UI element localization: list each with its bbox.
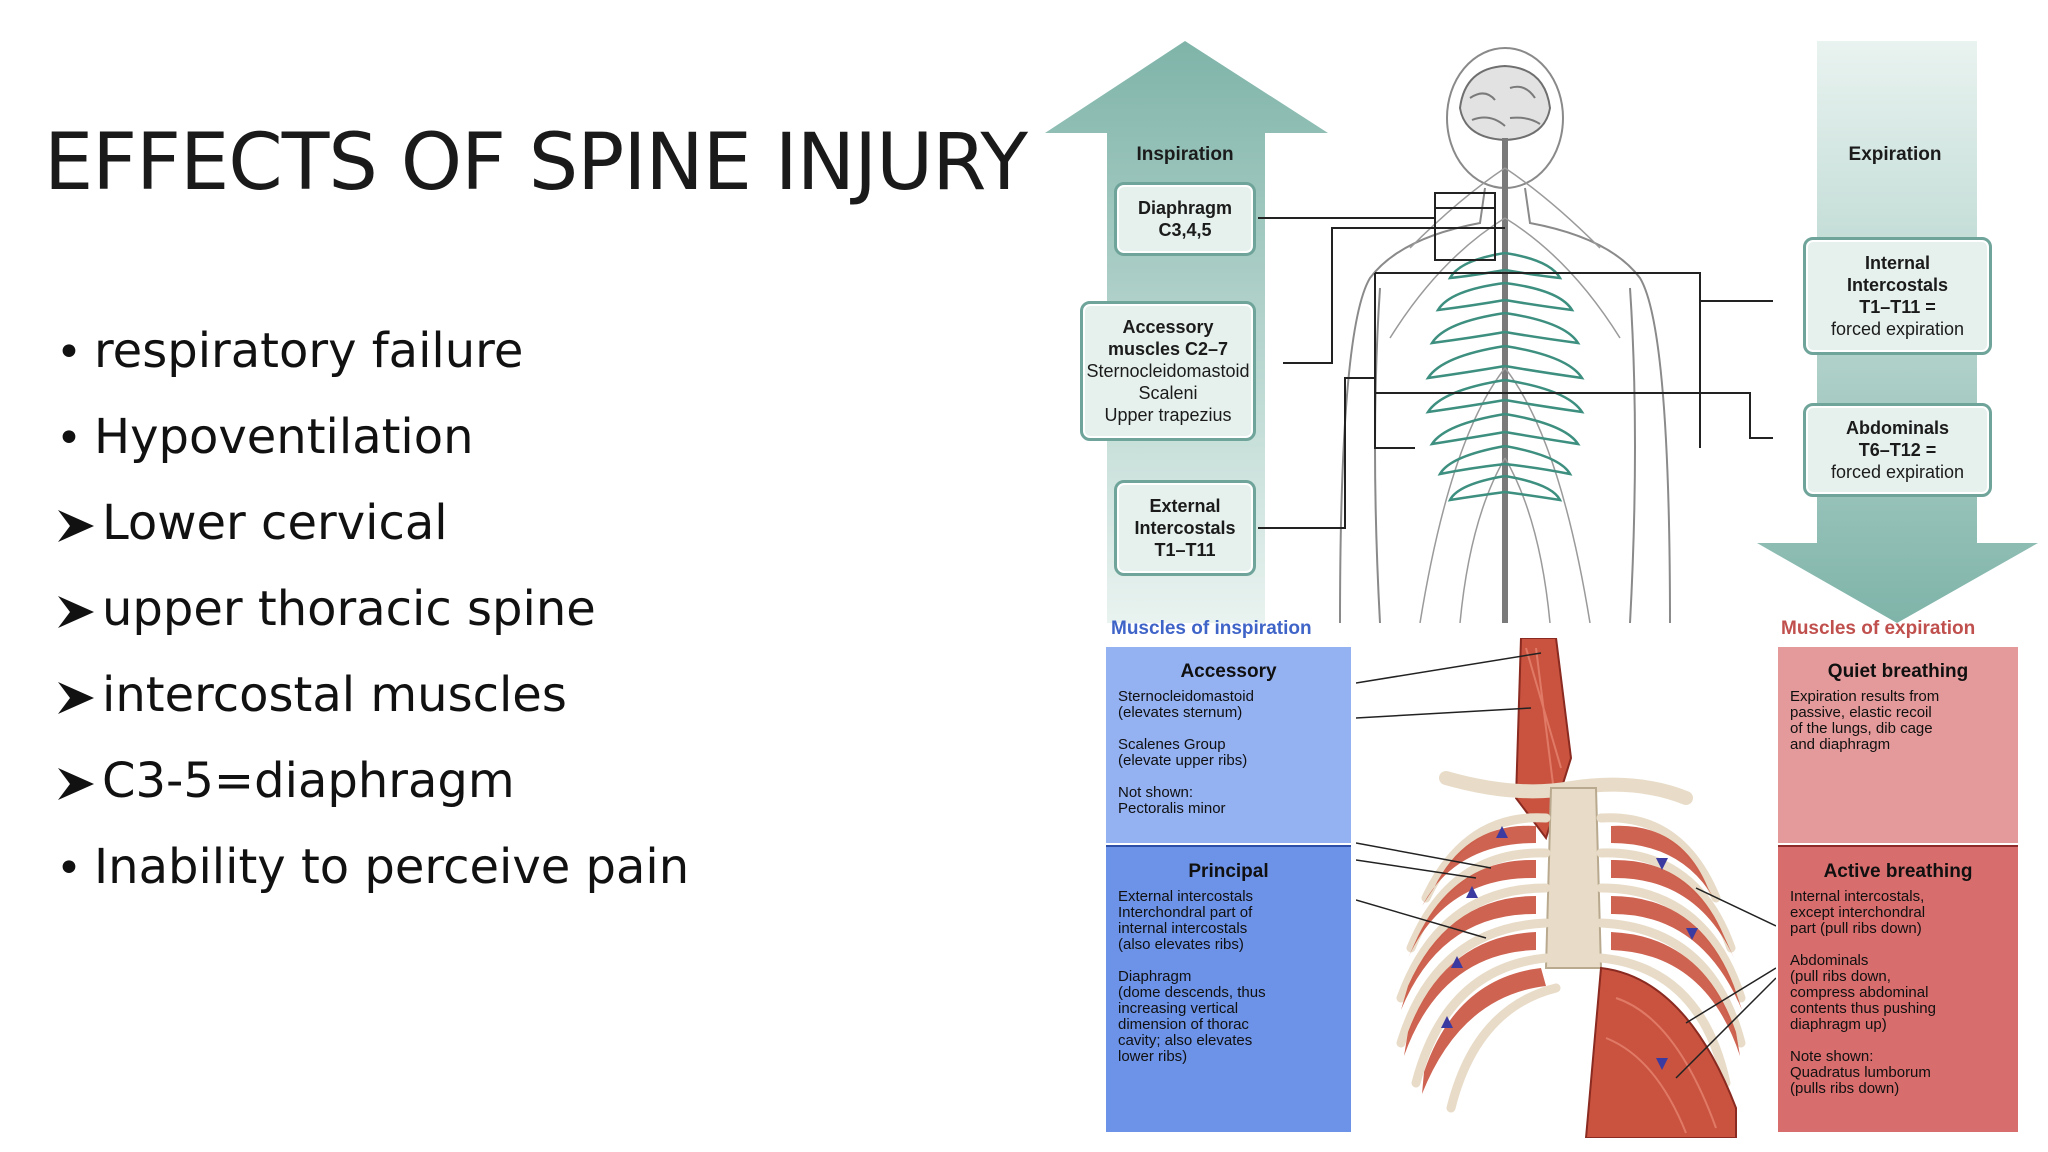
accessory-muscle: Sternocleidomastoid [1086, 361, 1250, 381]
accessory-panel-head: Accessory [1180, 661, 1277, 682]
abdominals-box: Abdominals T6–T12 = forced expiration [1803, 403, 1992, 497]
principal-panel: Principal External intercostals Intercho… [1106, 845, 1351, 1132]
bullet-text: C3-5=diaphragm [102, 753, 515, 809]
accessory-title: Accessory [1122, 317, 1214, 337]
inspiration-label: Inspiration [1136, 144, 1234, 165]
external-title: External [1149, 496, 1221, 516]
diaphragm-box: Diaphragm C3,4,5 [1114, 182, 1256, 256]
bullet-item: C3-5=diaphragm [56, 738, 689, 824]
quiet-panel-text: Expiration results from passive, elastic… [1790, 688, 1940, 753]
internal-note: forced expiration [1830, 319, 1965, 339]
internal-intercostals-box: Internal Intercostals T1–T11 = forced ex… [1803, 237, 1992, 355]
accessory-muscle: Upper trapezius [1104, 405, 1232, 425]
arrow-bullet-icon [56, 495, 102, 551]
connector-lines [1258, 192, 1773, 529]
accessory-box: Accessory muscles C2–7 Sternocleidomasto… [1080, 301, 1256, 441]
quiet-breathing-panel: Quiet breathing Expiration results from … [1778, 647, 2018, 843]
abdominals-note: forced expiration [1830, 462, 1965, 482]
bullet-text: upper thoracic spine [102, 581, 596, 637]
ribcage [1425, 251, 1585, 502]
abdominals-level: T6–T12 = [1858, 440, 1937, 460]
muscles-expiration-caption: Muscles of expiration [1781, 618, 1976, 639]
active-breathing-panel: Active breathing Internal intercostals, … [1778, 845, 2018, 1132]
arrow-bullet-icon [56, 581, 102, 637]
accessory-panel: Accessory Sternocleidomastoid (elevates … [1106, 647, 1351, 843]
bullet-item: Inability to perceive pain [56, 824, 689, 910]
bullet-item: respiratory failure [56, 308, 689, 394]
external-intercostals-box: External Intercostals T1–T11 [1114, 480, 1256, 576]
bullet-item: Lower cervical [56, 480, 689, 566]
ribcage-muscle-illustration [1356, 638, 1776, 1138]
internal-title: Internal [1864, 253, 1930, 273]
bullet-dot-icon [56, 409, 94, 465]
principal-panel-text: External intercostals Interchondral part… [1118, 888, 1266, 1065]
external-level: T1–T11 [1154, 540, 1216, 560]
external-title: Intercostals [1134, 518, 1236, 538]
bullet-text: Lower cervical [102, 495, 448, 551]
diaphragm-level: C3,4,5 [1158, 220, 1212, 240]
accessory-level: muscles C2–7 [1107, 339, 1229, 359]
internal-level: T1–T11 = [1859, 297, 1936, 317]
bullet-text: intercostal muscles [102, 667, 567, 723]
arrow-bullet-icon [56, 753, 102, 809]
bullet-text: respiratory failure [94, 323, 524, 379]
internal-title: Intercostals [1846, 275, 1949, 295]
expiration-label: Expiration [1848, 144, 1942, 165]
bullet-dot-icon [56, 839, 94, 895]
brain-icon [1458, 64, 1552, 142]
slide-title: EFFECTS OF SPINE INJURY [44, 118, 1028, 208]
bullet-item: Hypoventilation [56, 394, 689, 480]
diaphragm-title: Diaphragm [1137, 198, 1233, 218]
principal-panel-head: Principal [1188, 861, 1269, 882]
quiet-panel-head: Quiet breathing [1827, 661, 1969, 682]
bullet-item: intercostal muscles [56, 652, 689, 738]
bullet-dot-icon [56, 323, 94, 379]
abdominals-title: Abdominals [1845, 418, 1949, 438]
accessory-panel-text: Sternocleidomastoid (elevates sternum) S… [1118, 688, 1254, 817]
accessory-muscle: Scaleni [1138, 383, 1198, 403]
active-panel-head: Active breathing [1823, 861, 1973, 882]
bullet-item: upper thoracic spine [56, 566, 689, 652]
bullet-text: Hypoventilation [94, 409, 474, 465]
arrow-bullet-icon [56, 667, 102, 723]
bullet-list: respiratory failure Hypoventilation Lowe… [56, 308, 689, 910]
active-panel-text: Internal intercostals, except interchond… [1790, 888, 1936, 1097]
muscles-inspiration-caption: Muscles of inspiration [1111, 618, 1312, 639]
respiration-figure: Inspiration Expiration Diaphragm C3,4,5 … [1040, 38, 2045, 1138]
bullet-text: Inability to perceive pain [94, 839, 690, 895]
